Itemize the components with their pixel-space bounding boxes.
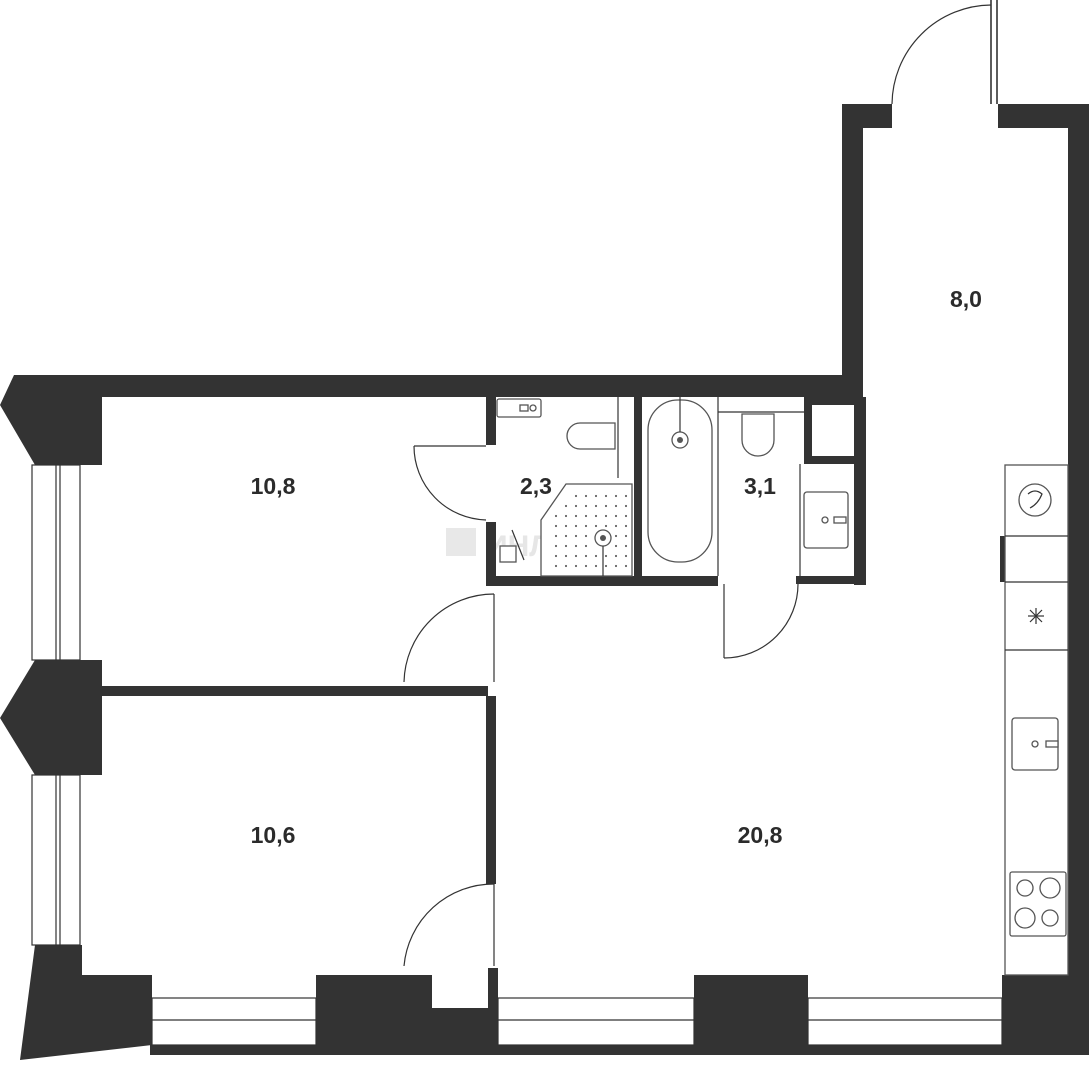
- window-left-bottom: [31, 774, 81, 946]
- door-loggia: [891, 0, 998, 105]
- door-bedroom-top: [403, 593, 495, 683]
- area-label-wc: 2,3: [520, 473, 552, 499]
- door-bathroom: [723, 583, 799, 659]
- walls: [0, 104, 1089, 1060]
- window-bottom-1: [151, 997, 317, 1046]
- area-label-bedroom-top: 10,8: [251, 473, 296, 499]
- door-bedroom-bottom: [403, 883, 495, 967]
- snowflake-icon: [1028, 608, 1044, 624]
- window-bottom-3: [807, 997, 1003, 1046]
- window-left-top: [31, 464, 81, 661]
- area-label-living-kitchen: 20,8: [738, 822, 783, 848]
- bathroom-fixtures: [647, 394, 849, 576]
- area-label-bathroom: 3,1: [744, 473, 776, 499]
- window-bottom-2: [497, 997, 695, 1046]
- shower-dots: [554, 494, 628, 568]
- area-label-bedroom-bottom: 10,6: [251, 822, 296, 848]
- area-label-loggia: 8,0: [950, 286, 982, 312]
- kitchen-counter: [1004, 464, 1069, 976]
- wc-fixtures: [496, 397, 633, 577]
- door-wc: [413, 445, 487, 521]
